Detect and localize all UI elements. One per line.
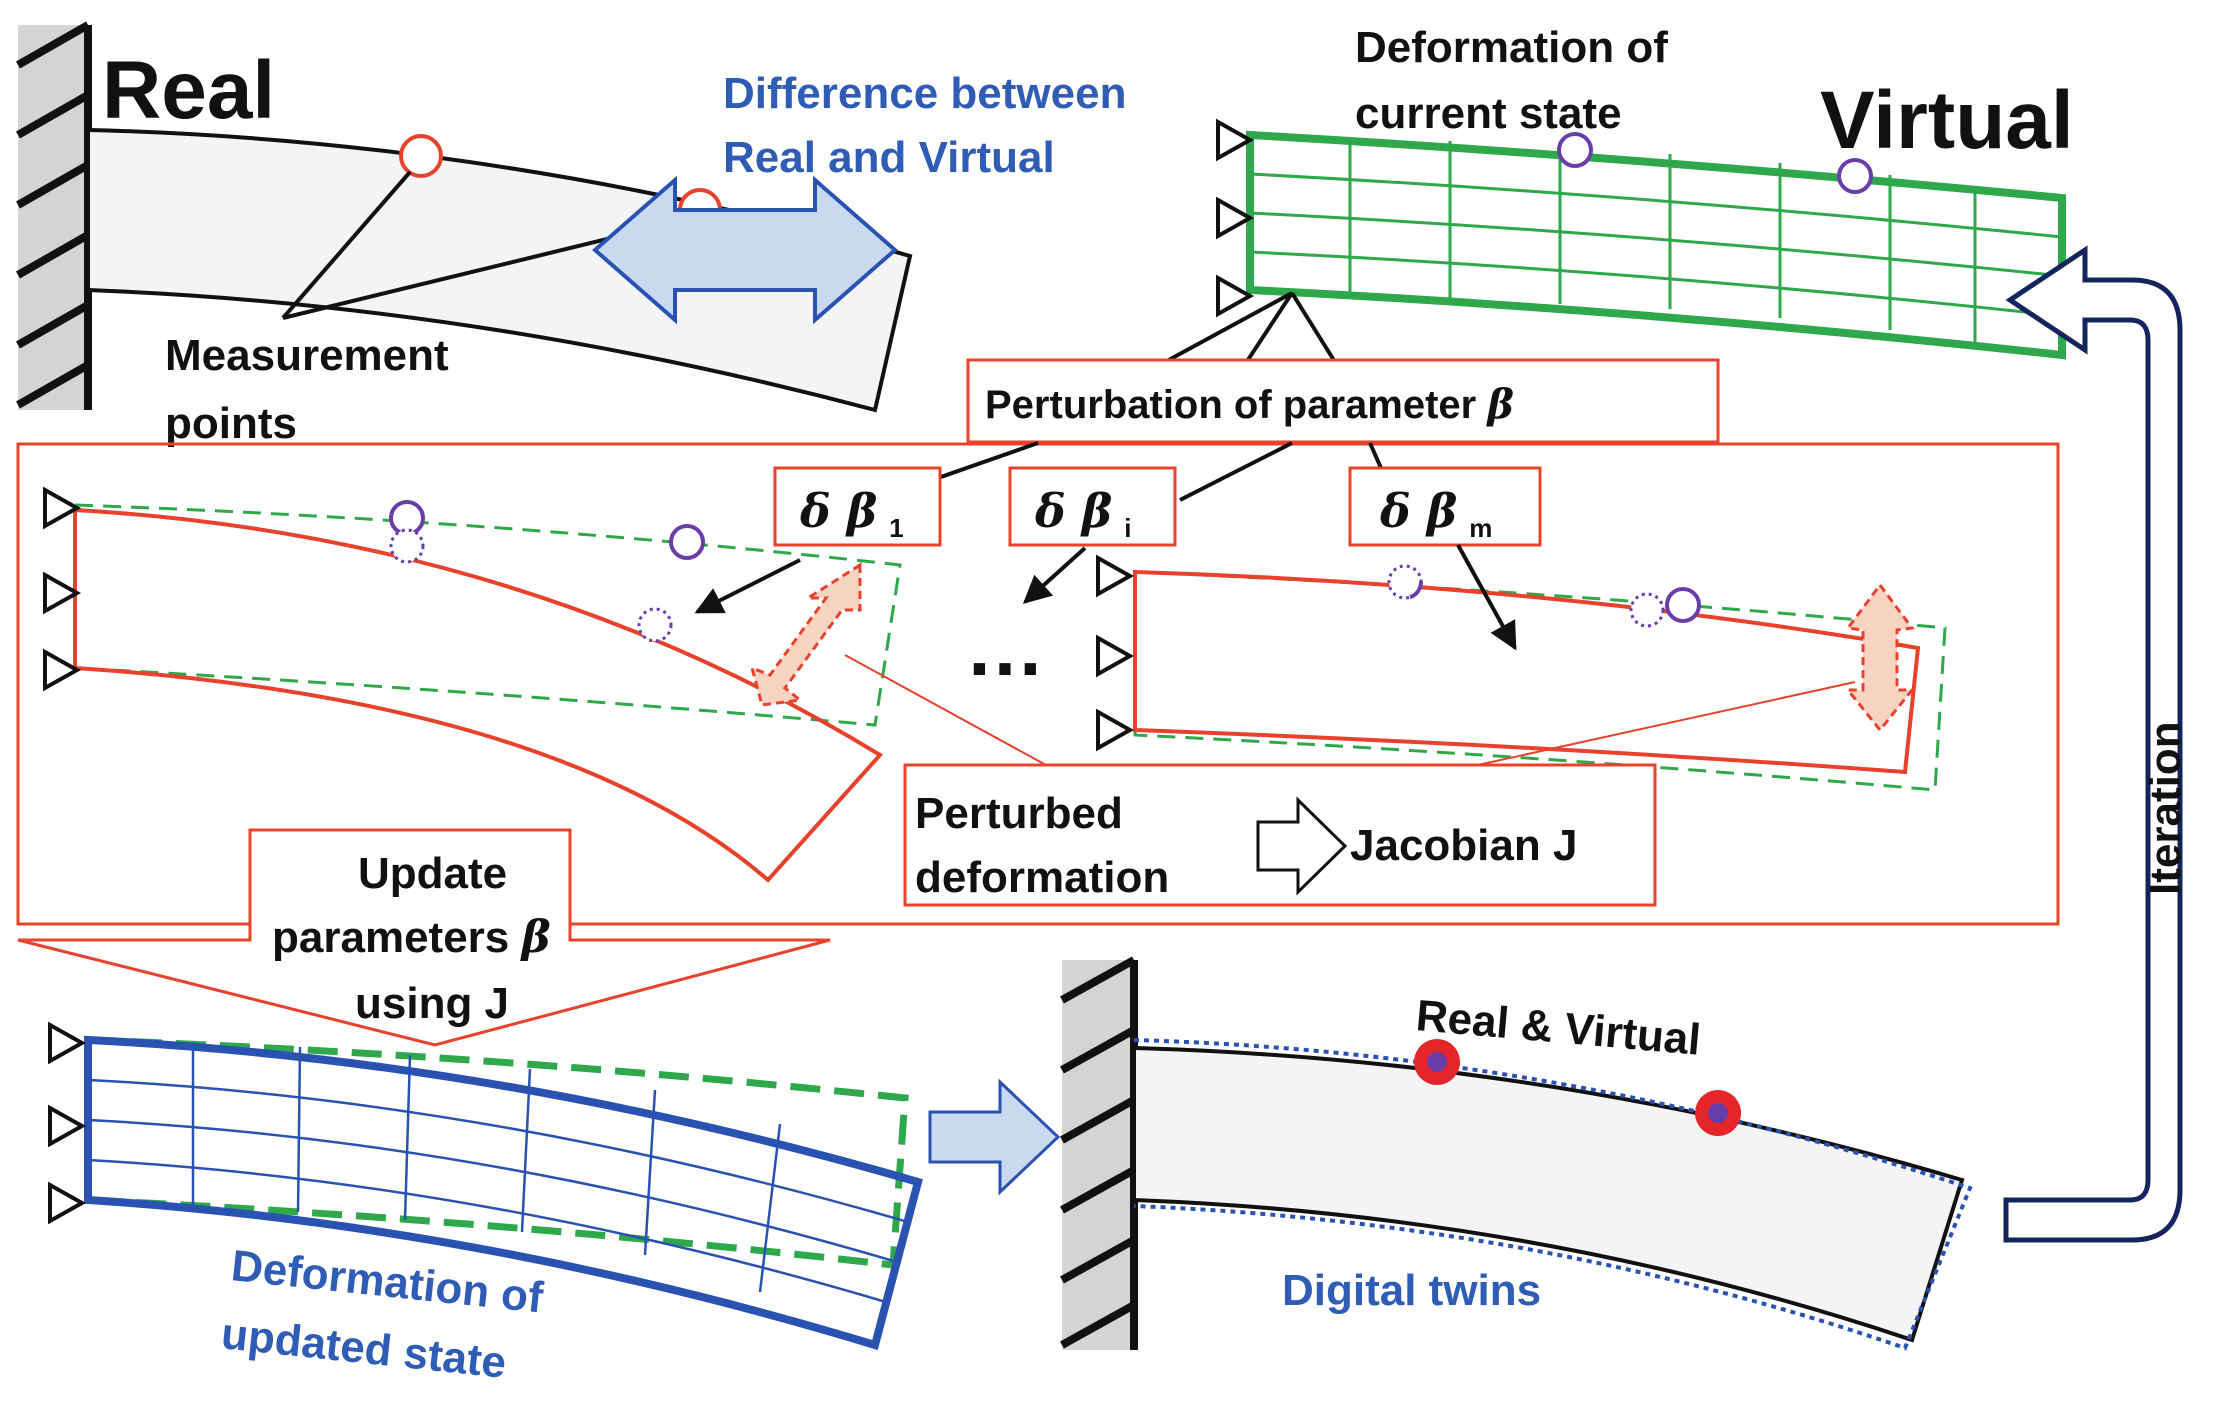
point-dotted: [1629, 592, 1665, 628]
twin-virtual-outline: [1133, 1038, 1973, 1351]
wall-real: [18, 25, 88, 410]
perturbation-title: Perturbation of parameter β: [985, 381, 1514, 428]
diff-arrow-right: [1844, 582, 1916, 733]
hollow-arrow: [1256, 796, 1348, 896]
reference-outline-left: [73, 503, 902, 727]
leader-arrow: [1022, 546, 1087, 604]
updated-supports: [48, 1021, 87, 1225]
deformation-current-line2: current state: [1355, 89, 1622, 138]
leader-line: [281, 170, 412, 320]
virtual-point-1: [1557, 132, 1593, 168]
wall-twin: [1062, 960, 1134, 1350]
iteration-arrow: [2003, 245, 2183, 1243]
difference-label-line2: Real and Virtual: [723, 133, 1055, 182]
wall-hatch: [1060, 956, 1136, 1349]
jacobian-label: Jacobian J: [1350, 821, 1577, 870]
perturbed-line1: Perturbed: [915, 789, 1123, 838]
perturbation-title-text: Perturbation of parameter: [985, 383, 1487, 427]
perturbed-line2: deformation: [915, 853, 1169, 902]
diff-arrow-left: [749, 562, 862, 707]
measurement-label-line1: Measurement: [165, 331, 449, 380]
virtual-title: Virtual: [1820, 75, 2074, 166]
virtual-panel: Deformation of current state Virtual: [1164, 23, 2074, 377]
twin-marker-inner-2: [1708, 1103, 1728, 1123]
twin-marker-inner-1: [1427, 1052, 1447, 1072]
wall-hatch: [16, 21, 90, 409]
red-leader: [844, 654, 1056, 771]
iteration-label: Iteration: [2141, 721, 2190, 895]
virtual-mesh-beam: [1246, 130, 2066, 360]
block-arrow-right: [928, 1078, 1061, 1196]
point-solid: [389, 500, 425, 536]
deformation-current-line1: Deformation of: [1355, 23, 1668, 72]
leader-arrow: [694, 558, 801, 614]
supports-right: [1096, 554, 1135, 752]
real-panel: Real Measurement points: [16, 21, 913, 448]
updated-state-panel: Deformation of updated state: [48, 1021, 923, 1388]
virtual-supports: [1216, 118, 1255, 318]
reference-outline-right: [1133, 570, 1947, 792]
update-line2: parameters β: [272, 912, 551, 963]
measurement-point-1: [399, 134, 443, 178]
perturbed-beam-right: [1096, 544, 1947, 792]
double-arrow: [591, 175, 899, 325]
perturbed-beam-left: [43, 486, 902, 883]
digital-twins-label: Digital twins: [1282, 1266, 1541, 1315]
ellipsis: …: [965, 603, 1045, 692]
point-solid: [1387, 564, 1423, 600]
jacobian-box: Perturbed deformation Jacobian J: [903, 763, 1657, 907]
beta-symbol: β: [519, 912, 550, 963]
update-callout: [17, 828, 831, 1047]
real-title: Real: [102, 45, 275, 136]
point-solid: [1665, 587, 1701, 623]
supports-left: [43, 486, 82, 692]
update-line1: Update: [358, 849, 507, 898]
update-line3: using J: [355, 979, 509, 1028]
virtual-mesh-grid: [1249, 137, 2063, 342]
leader-arrow: [1456, 544, 1517, 651]
digital-twin-panel: Real & Virtual Digital twins: [1060, 956, 1973, 1351]
updated-mesh-beam: [84, 1035, 923, 1351]
perturbed-outline-left: [73, 507, 884, 883]
point-dotted: [389, 528, 425, 564]
beta-symbol: β: [1485, 381, 1514, 428]
red-leader: [1454, 681, 1856, 771]
twin-beam: [1132, 1045, 1965, 1343]
iteration-loop: Iteration: [2003, 245, 2190, 1243]
virtual-point-2: [1837, 158, 1873, 194]
perturbation-title-box: [966, 358, 1720, 444]
update-group: Update parameters β using J: [17, 828, 831, 1047]
difference-group: Difference between Real and Virtual: [591, 69, 1126, 325]
updated-mesh-grid: [87, 1043, 909, 1304]
deformation-updated-line2: updated state: [219, 1309, 509, 1388]
point-solid: [669, 524, 705, 560]
measurement-label-line2: points: [165, 399, 297, 448]
difference-label-line1: Difference between: [723, 69, 1126, 118]
point-dotted: [637, 607, 673, 643]
